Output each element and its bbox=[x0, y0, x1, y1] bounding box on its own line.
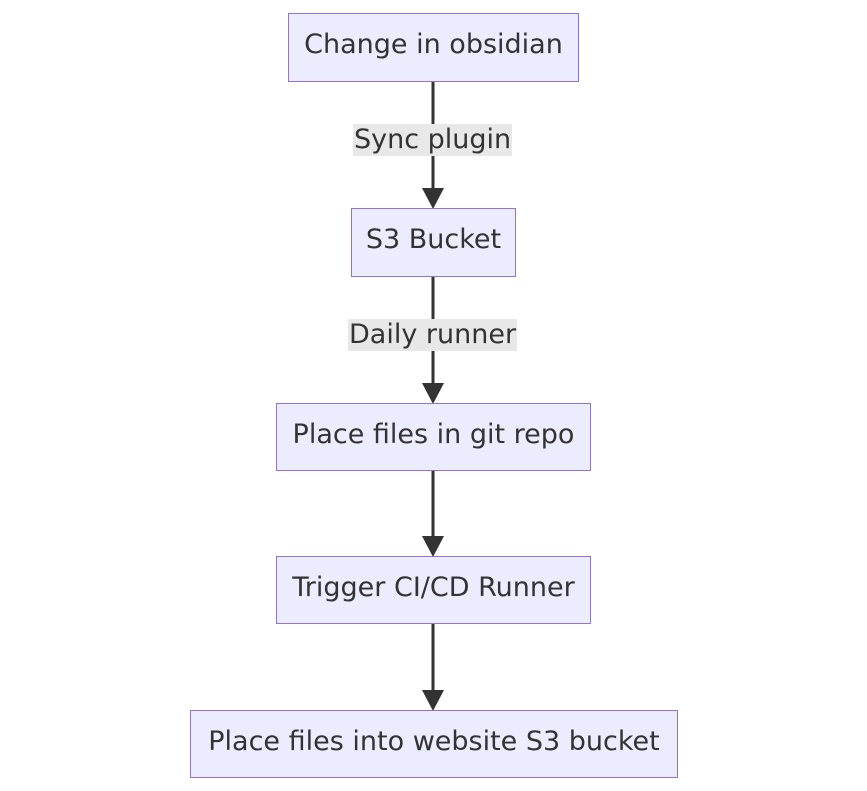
node-s3-bucket: S3 Bucket bbox=[351, 208, 516, 277]
arrowhead-icon bbox=[422, 690, 444, 711]
node-change-in-obsidian: Change in obsidian bbox=[288, 13, 579, 82]
arrowhead-icon bbox=[422, 188, 444, 209]
arrowhead-icon bbox=[422, 383, 444, 404]
edge-label-sync-plugin: Sync plugin bbox=[353, 124, 513, 156]
node-label: Place files in git repo bbox=[292, 418, 575, 450]
node-place-files-in-git-repo: Place files in git repo bbox=[276, 403, 591, 471]
node-label: S3 Bucket bbox=[365, 224, 502, 255]
node-trigger-cicd-runner: Trigger CI/CD Runner bbox=[276, 556, 591, 624]
edge-label-daily-runner: Daily runner bbox=[348, 319, 518, 351]
node-label: Change in obsidian bbox=[304, 29, 563, 60]
node-place-files-into-website-s3-bucket: Place files into website S3 bucket bbox=[190, 710, 678, 778]
node-label: Trigger CI/CD Runner bbox=[292, 571, 575, 603]
node-label: Place files into website S3 bucket bbox=[208, 725, 660, 757]
arrowhead-icon bbox=[422, 536, 444, 557]
